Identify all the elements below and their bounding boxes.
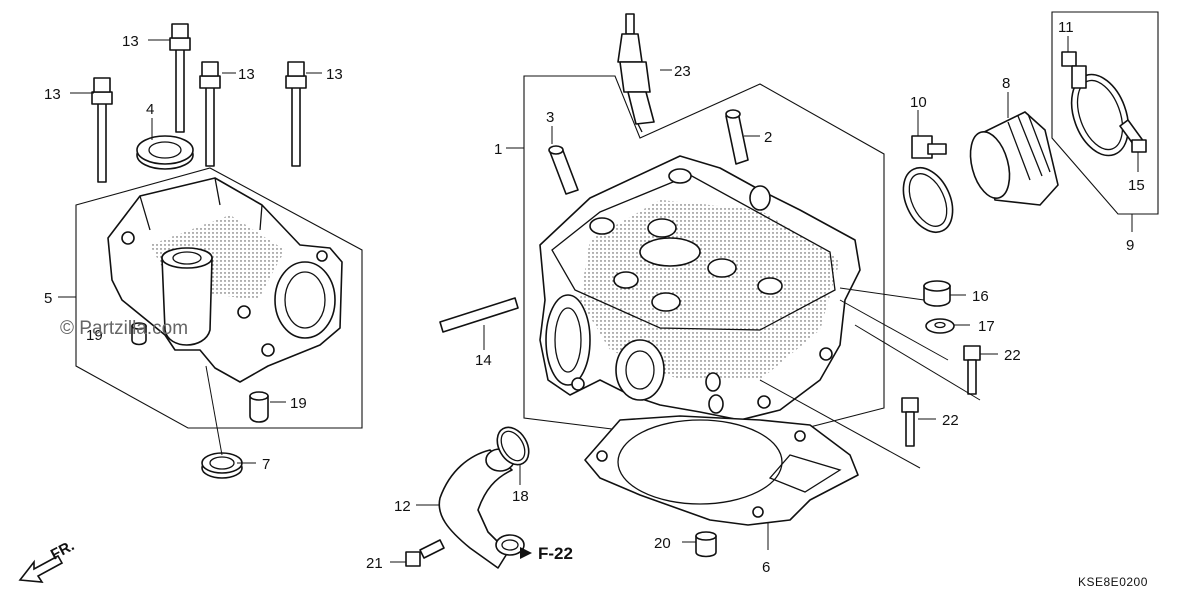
front-direction-indicator: FR. [18,537,77,583]
callout-13b: 13 [238,66,255,83]
cylinder-head [539,155,861,421]
cylinder-head-gasket-6 [584,415,859,526]
front-arrow-icon [18,554,64,583]
dowel-pin-20 [695,531,717,558]
diagram-code: KSE8E0200 [1078,575,1148,589]
callout-10: 10 [910,94,927,111]
flange-bolt-13c [199,61,221,167]
callout-13a: 13 [122,33,139,50]
insulator-8 [969,111,1059,206]
band-clamp-9 [1070,73,1130,157]
callout-9: 9 [1126,237,1134,254]
leader-lines [58,36,1139,563]
valve-guide-2 [725,109,749,165]
callout-19a: 19 [86,327,103,344]
flange-bolt-13d [285,61,307,167]
dowel-pin-19 [249,391,269,423]
callout-4: 4 [146,101,154,118]
camshaft-holder-group-box [75,167,363,429]
callout-22a: 22 [1004,347,1021,364]
water-joint-12 [438,448,525,569]
callout-20: 20 [654,535,671,552]
clamp-screw-15 [1119,119,1147,153]
callout-16: 16 [972,288,989,305]
valve-guide-3 [548,145,579,195]
callout-13d: 13 [44,86,61,103]
callout-3: 3 [546,109,554,126]
collar-16 [923,280,951,307]
callout-5: 5 [44,290,52,307]
callout-2: 2 [764,129,772,146]
watermark: © Partzilla.com [60,318,188,339]
flange-bolt-13b [169,23,191,133]
callout-7: 7 [262,456,270,473]
callout-17: 17 [978,318,995,335]
callout-18: 18 [512,488,529,505]
callout-8: 8 [1002,75,1010,92]
washer-17 [925,318,955,334]
callout-19b: 19 [290,395,307,412]
callout-14: 14 [475,352,492,369]
flange-bolt-21 [405,539,445,567]
dowel-pin-19b [131,322,147,346]
clamp-nut-11 [1061,51,1087,89]
cylinder-head-group-box [523,75,885,446]
callout-15: 15 [1128,177,1145,194]
stud-bolt-14 [439,297,519,333]
figure-reference-label: F-22 [538,544,573,563]
callout-13c: 13 [326,66,343,83]
clamp-group-box [1051,11,1159,215]
callout-12: 12 [394,498,411,515]
o-ring-18 [496,426,530,466]
band-clamp-10 [902,135,954,233]
callout-11: 11 [1058,19,1074,36]
callout-23: 23 [674,63,691,80]
figure-reference[interactable]: F-22 [520,544,573,563]
camshaft-holder [107,177,343,383]
oil-seal-4 [136,135,194,170]
callout-6: 6 [762,559,770,576]
figure-reference-arrow-icon [520,547,532,559]
flange-bolt-22a [963,345,981,395]
callout-1: 1 [494,141,502,158]
spark-plug-23 [617,13,655,133]
callout-22b: 22 [942,412,959,429]
flange-bolt-22b [901,397,919,447]
flange-bolt-13a [91,77,113,183]
callout-21: 21 [366,555,383,572]
callout-labels: 13 13 13 13 4 5 19 19 7 1 2 3 23 14 6 20… [44,19,1145,576]
oil-seal-7 [201,452,243,479]
